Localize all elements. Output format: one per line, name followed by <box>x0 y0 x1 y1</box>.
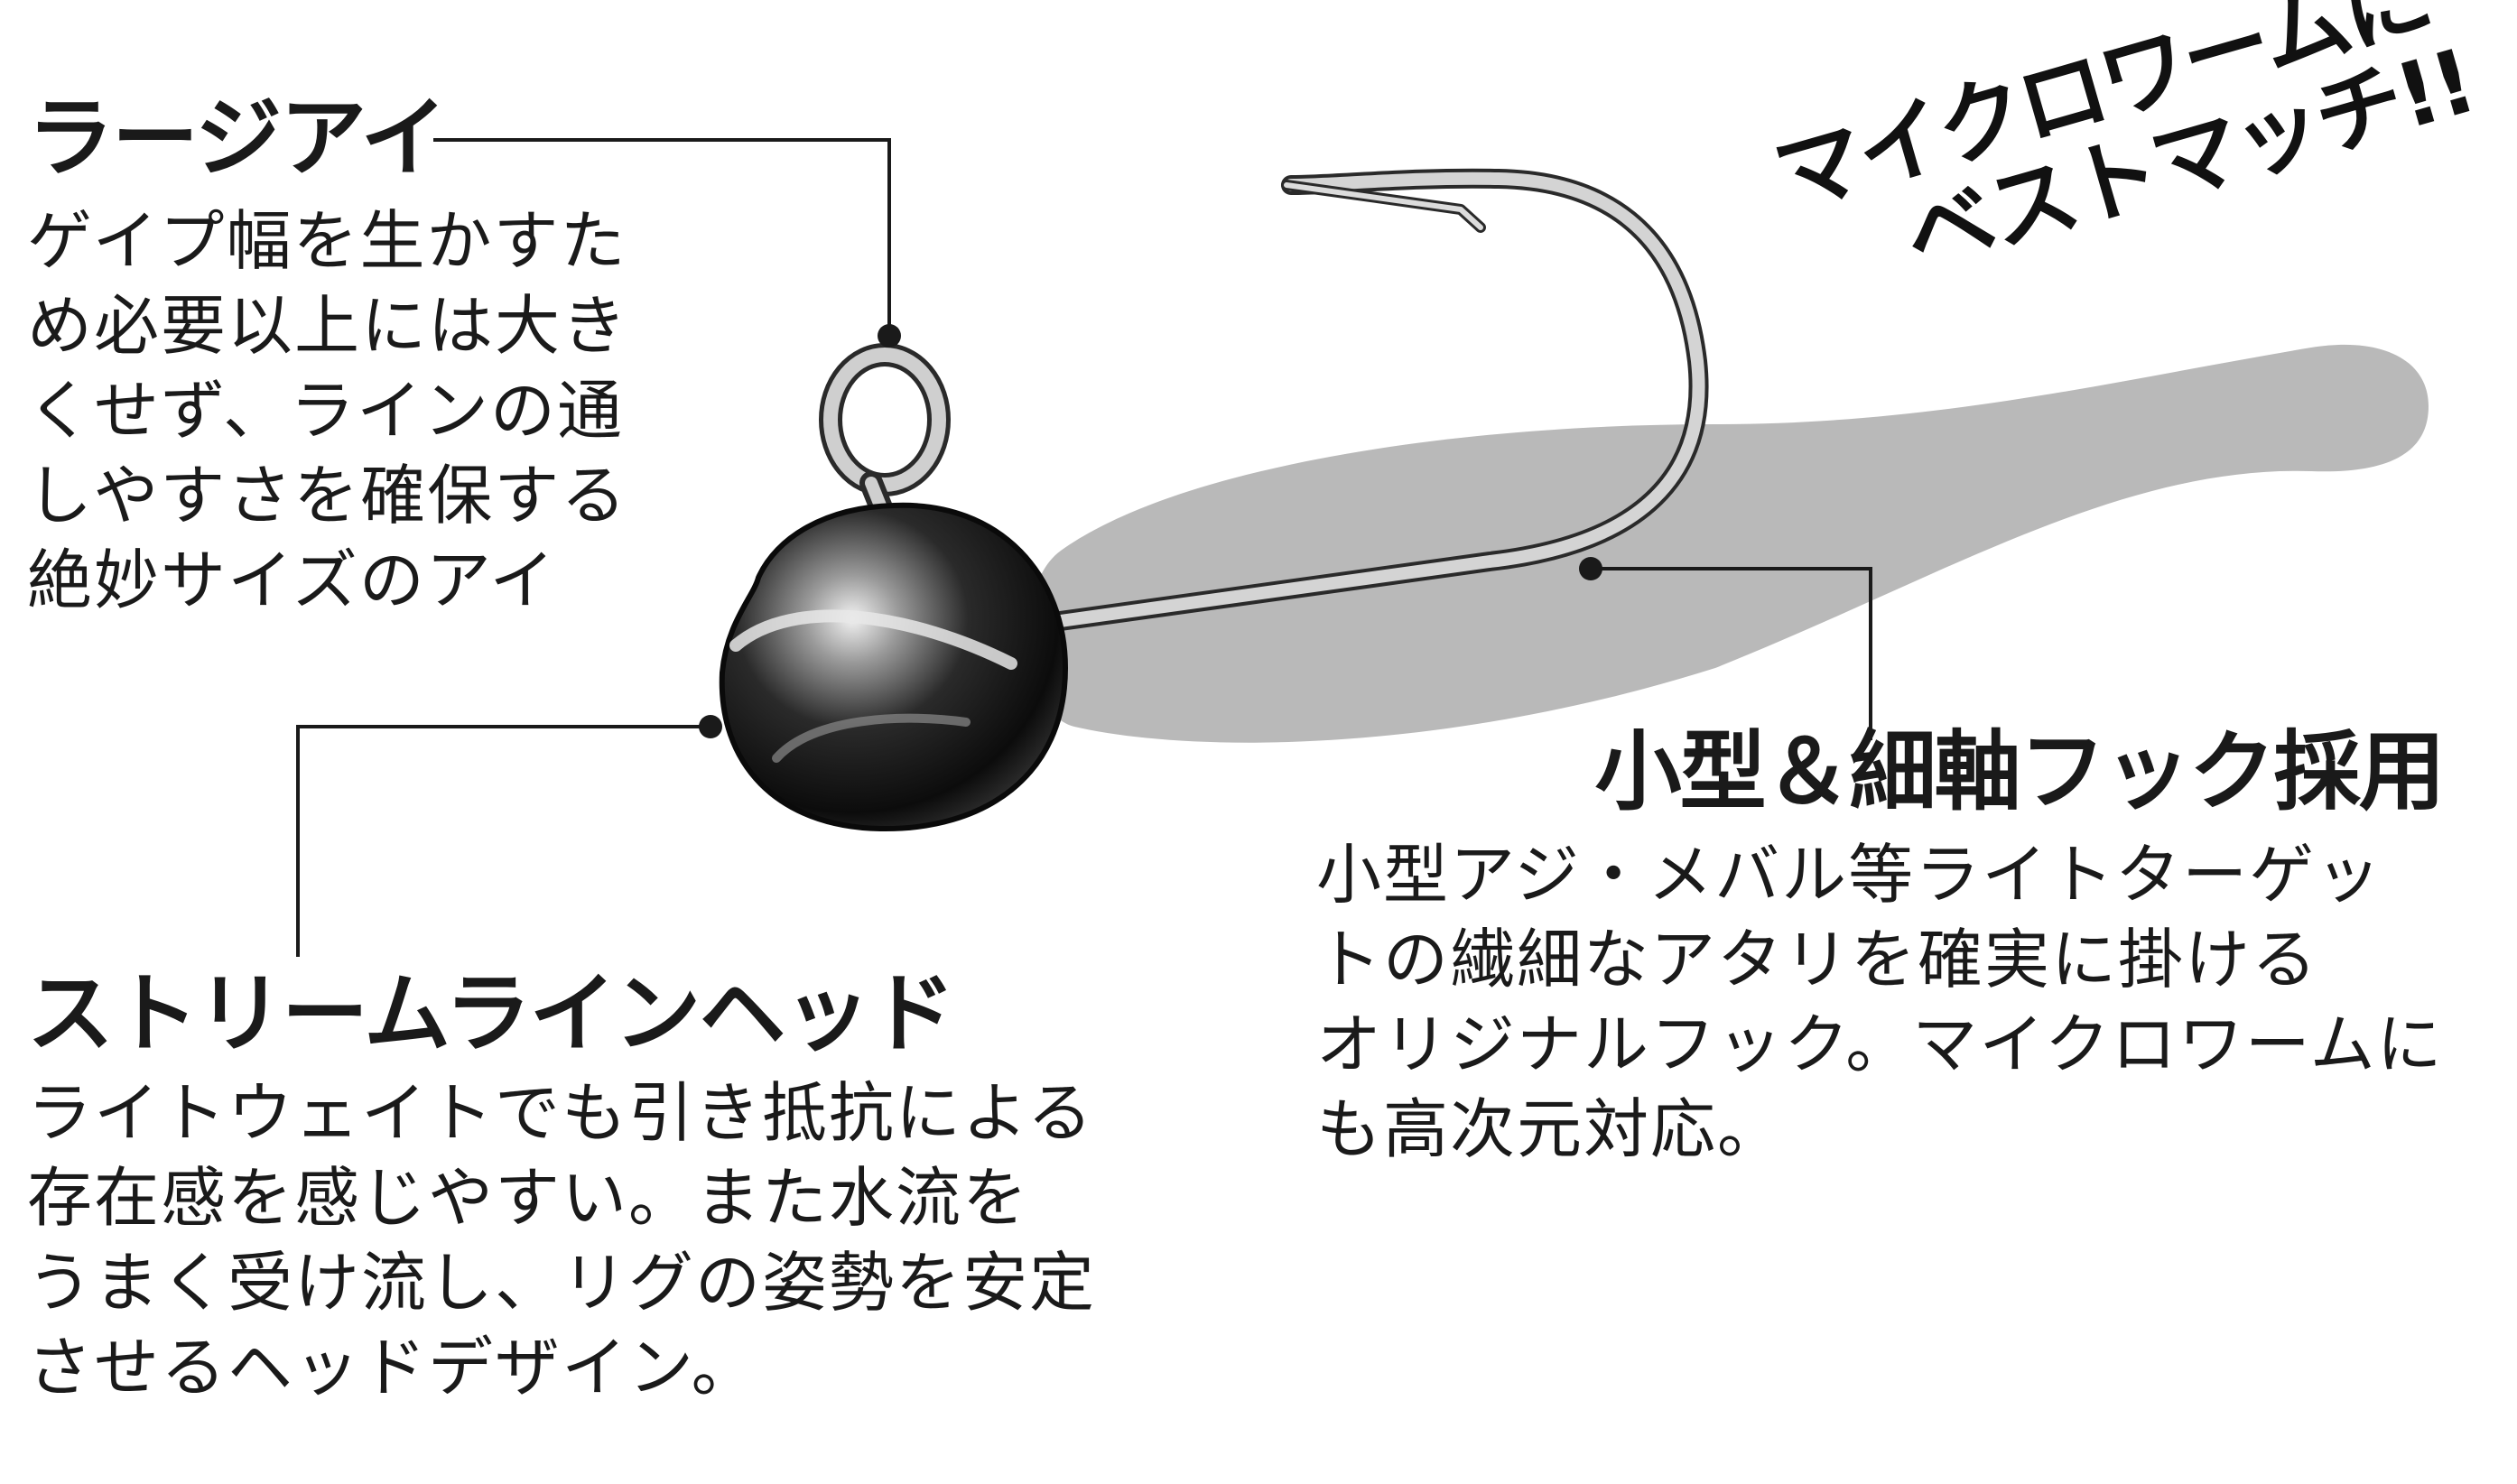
description-line: 絶妙サイズのアイ <box>27 543 557 618</box>
callout-hook: 小型＆細軸フック採用 小型アジ・メバル等ライトターゲッ トの繊細なアタリを確実に… <box>1316 721 2446 1172</box>
description-line: め必要以上には大き <box>27 288 629 364</box>
streamline-head-description: ライトウェイトでも引き抵抗による 存在感を感じやすい。また水流を うまく受け流し… <box>27 1071 1096 1410</box>
description-line: させるヘッドデザイン。 <box>27 1330 758 1405</box>
description-line: オリジナルフック。マイクロワームに <box>1316 1006 2444 1082</box>
description-line: 存在感を感じやすい。また水流を <box>27 1160 1030 1236</box>
description-line: トの繊細なアタリを確実に掛ける <box>1316 922 2319 997</box>
micro-worm <box>1027 344 2429 743</box>
callout-streamline-head: ストリームラインヘッド ライトウェイトでも引き抵抗による 存在感を感じやすい。ま… <box>27 964 1096 1410</box>
leader-line-hook <box>1579 557 1872 740</box>
jig-head <box>719 502 1069 832</box>
leader-line-eye <box>433 138 901 348</box>
description-line: うまく受け流し、リグの姿勢を安定 <box>27 1245 1097 1321</box>
description-line: ライトウェイトでも引き抵抗による <box>27 1075 1094 1151</box>
hook-description: 小型アジ・メバル等ライトターゲッ トの繊細なアタリを確実に掛ける オリジナルフッ… <box>1316 832 2444 1172</box>
large-eye-title: ラージアイ <box>27 88 447 189</box>
large-eye-description: ゲイプ幅を生かすた め必要以上には大き くせず、ラインの通 しやすさを確保する … <box>27 199 628 623</box>
line-eye <box>819 343 951 540</box>
description-line: くせず、ラインの通 <box>27 373 624 449</box>
leader-line-head <box>296 715 722 957</box>
description-line: ゲイプ幅を生かすた <box>27 203 627 279</box>
description-line: 小型アジ・メバル等ライトターゲッ <box>1316 837 2383 913</box>
callout-large-eye: ラージアイ ゲイプ幅を生かすた め必要以上には大き くせず、ラインの通 しやすさ… <box>27 88 628 623</box>
hook-title: 小型＆細軸フック採用 <box>1594 721 2446 822</box>
streamline-head-title: ストリームラインヘッド <box>27 963 955 1064</box>
description-line: しやすさを確保する <box>27 458 628 533</box>
description-line: も高次元対応。 <box>1316 1091 1785 1167</box>
hook <box>1037 168 1709 633</box>
